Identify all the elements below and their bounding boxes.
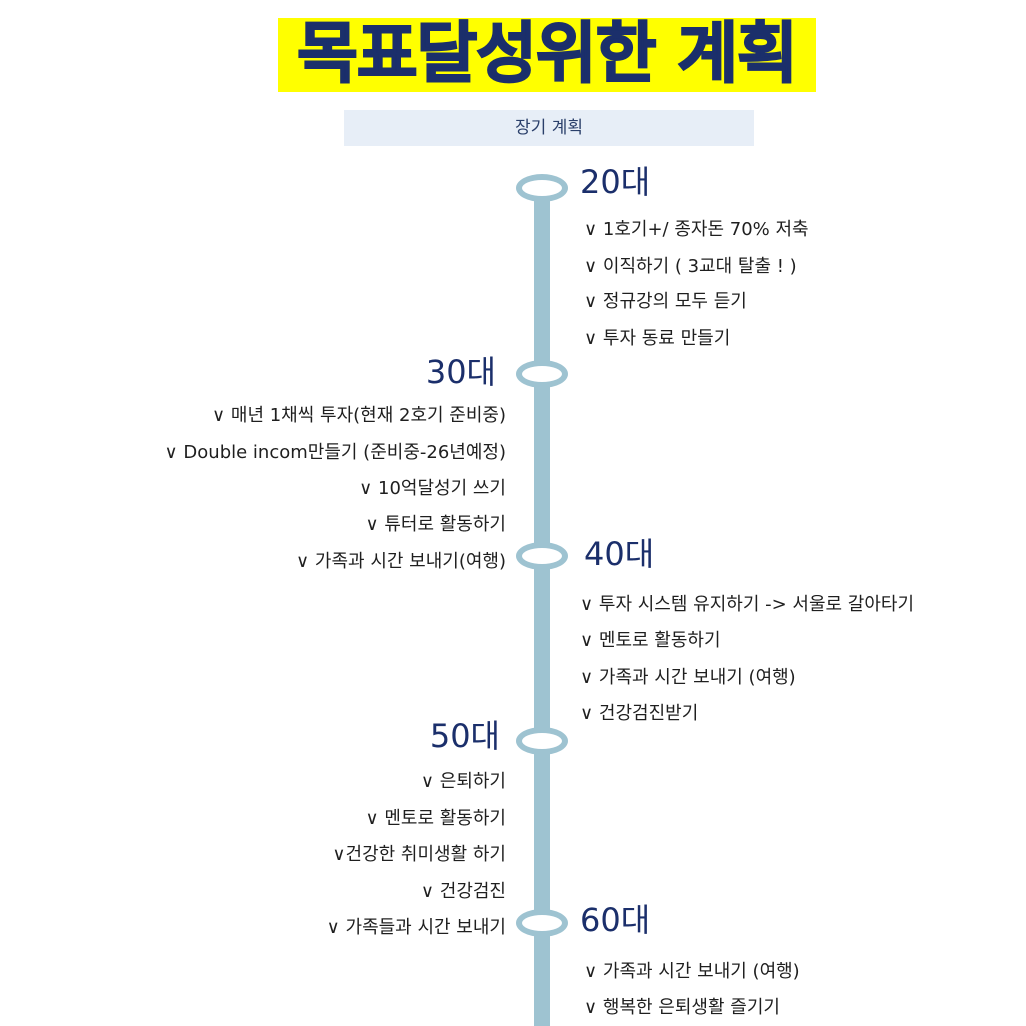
list-item: ∨ 건강검진받기 xyxy=(580,703,699,724)
list-item: ∨ 튜터로 활동하기 xyxy=(365,514,506,535)
list-item: ∨ 가족과 시간 보내기 (여행) xyxy=(580,667,796,688)
list-item: ∨ 정규강의 모두 듣기 xyxy=(584,291,747,312)
timeline-node-20s xyxy=(516,174,568,202)
list-item: ∨건강한 취미생활 하기 xyxy=(332,844,506,865)
list-item: ∨ 투자 동료 만들기 xyxy=(584,328,731,349)
list-item: ∨ 매년 1채씩 투자(현재 2호기 준비중) xyxy=(211,405,506,426)
list-item: ∨ 투자 시스템 유지하기 -> 서울로 갈아타기 xyxy=(580,594,915,615)
list-item: ∨ 가족과 시간 보내기 (여행) xyxy=(584,961,800,982)
title-highlight xyxy=(278,18,816,92)
list-item: ∨ 가족들과 시간 보내기 xyxy=(326,917,506,938)
decade-label-20s: 20대 xyxy=(580,163,651,201)
list-item: ∨ 이직하기 ( 3교대 탈출 ! ) xyxy=(584,256,797,277)
list-item: ∨ 멘토로 활동하기 xyxy=(365,808,506,829)
list-item: ∨ Double incom만들기 (준비중-26년예정) xyxy=(164,442,506,463)
decade-label-60s: 60대 xyxy=(580,901,651,939)
timeline-node-30s xyxy=(516,360,568,388)
timeline-node-40s xyxy=(516,542,568,570)
list-item: ∨ 가족과 시간 보내기(여행) xyxy=(296,551,506,572)
list-item: ∨ 은퇴하기 xyxy=(420,771,506,792)
decade-label-50s: 50대 xyxy=(429,717,500,755)
list-item: ∨ 건강검진 xyxy=(420,881,506,902)
list-item: ∨ 1호기+/ 종자돈 70% 저축 xyxy=(584,219,809,240)
timeline-node-60s xyxy=(516,909,568,937)
decade-label-30s: 30대 xyxy=(425,353,496,391)
decade-label-40s: 40대 xyxy=(584,535,655,573)
list-item: ∨ 행복한 은퇴생활 즐기기 xyxy=(584,997,780,1018)
list-item: ∨ 10억달성기 쓰기 xyxy=(359,478,506,499)
page-title: 목표달성위한 계획 xyxy=(296,14,799,93)
timeline-node-50s xyxy=(516,727,568,755)
list-item: ∨ 멘토로 활동하기 xyxy=(580,630,721,651)
timeline-line xyxy=(534,180,550,1026)
subtitle-box: 장기 계획 xyxy=(344,110,754,146)
